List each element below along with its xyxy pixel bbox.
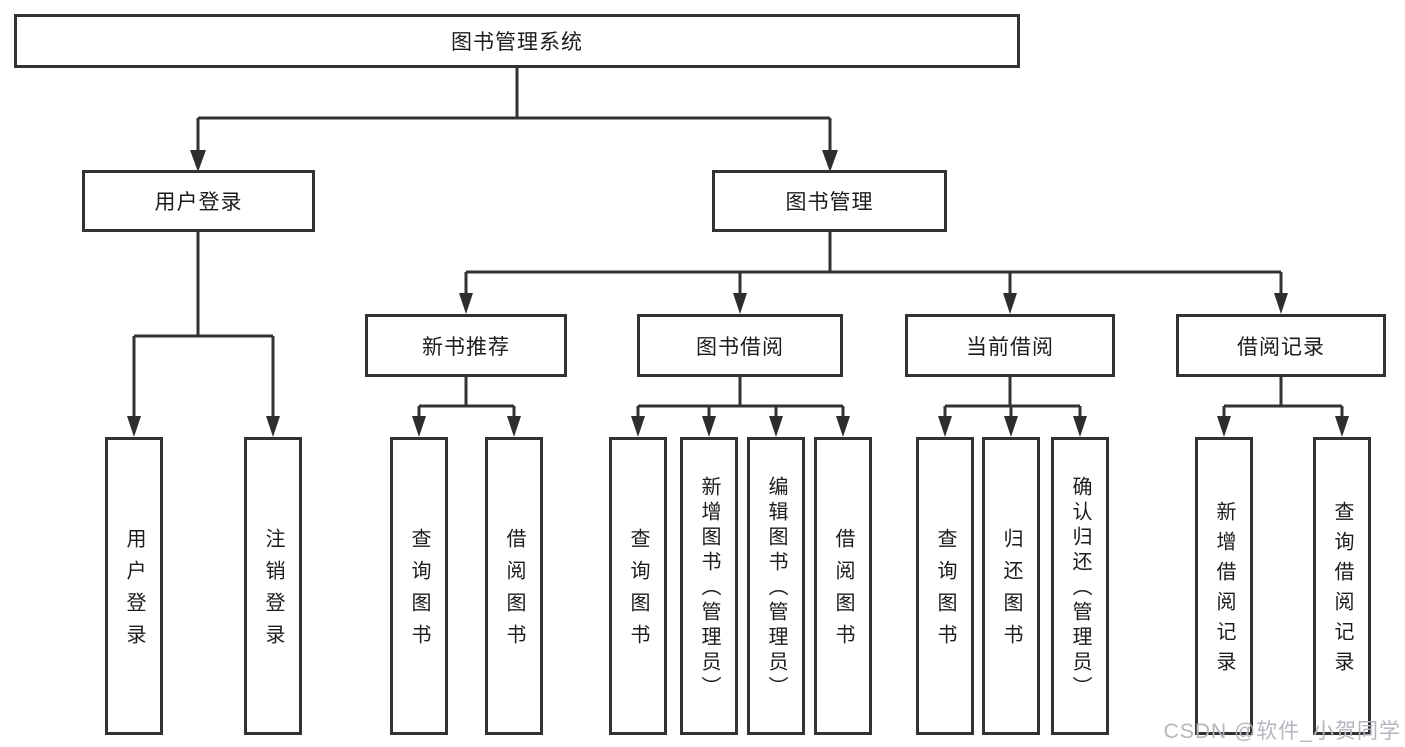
connector-new-book-recommend-children — [417, 377, 516, 419]
node-borrow-records-label: 借阅记录 — [1237, 335, 1325, 359]
node-book-management-label: 图书管理 — [785, 191, 874, 214]
leaf-edit-book-admin-label: 编辑图书（管理员） — [765, 476, 787, 701]
leaf-borrow-book-1: 借阅图书 — [485, 437, 543, 735]
connector-borrow-records-children — [1222, 377, 1344, 419]
leaf-logout-label: 注销登录 — [262, 528, 284, 656]
connector-book-management-children — [464, 232, 1283, 296]
leaf-query-book-2-label: 查询图书 — [627, 528, 649, 656]
csdn-watermark: CSDN @软件_小贺同学 — [1163, 720, 1401, 743]
node-book-borrow: 图书借阅 — [637, 314, 843, 377]
leaf-add-book-admin: 新增图书（管理员） — [680, 437, 738, 735]
node-book-management: 图书管理 — [712, 170, 947, 232]
leaf-confirm-return-admin-label: 确认归还（管理员） — [1069, 476, 1091, 701]
leaf-query-book-3-label: 查询图书 — [934, 528, 956, 656]
node-current-borrow-label: 当前借阅 — [966, 335, 1054, 359]
node-user-login: 用户登录 — [82, 170, 315, 232]
node-book-borrow-label: 图书借阅 — [696, 335, 784, 359]
node-current-borrow: 当前借阅 — [905, 314, 1115, 377]
node-new-book-recommend-label: 新书推荐 — [422, 335, 510, 359]
leaf-query-borrow-record: 查询借阅记录 — [1313, 437, 1371, 735]
node-root: 图书管理系统 — [14, 14, 1020, 68]
leaf-borrow-book-2-label: 借阅图书 — [832, 528, 854, 656]
leaf-query-book-1: 查询图书 — [390, 437, 448, 735]
leaf-return-book-label: 归还图书 — [1000, 528, 1022, 656]
leaf-confirm-return-admin: 确认归还（管理员） — [1051, 437, 1109, 735]
leaf-edit-book-admin: 编辑图书（管理员） — [747, 437, 805, 735]
connector-user-login-children — [132, 232, 275, 419]
leaf-logout: 注销登录 — [244, 437, 302, 735]
leaf-query-borrow-record-label: 查询借阅记录 — [1331, 501, 1353, 681]
connector-root-to-level2 — [196, 68, 832, 154]
node-root-label: 图书管理系统 — [451, 31, 583, 54]
leaf-borrow-book-1-label: 借阅图书 — [503, 528, 525, 656]
leaf-add-borrow-record: 新增借阅记录 — [1195, 437, 1253, 735]
leaf-add-borrow-record-label: 新增借阅记录 — [1213, 501, 1235, 681]
node-borrow-records: 借阅记录 — [1176, 314, 1386, 377]
connector-book-borrow-children — [636, 377, 845, 419]
leaf-query-book-3: 查询图书 — [916, 437, 974, 735]
connector-current-borrow-children — [943, 377, 1082, 419]
node-user-login-label: 用户登录 — [154, 191, 243, 214]
node-new-book-recommend: 新书推荐 — [365, 314, 567, 377]
leaf-query-book-1-label: 查询图书 — [408, 528, 430, 656]
leaf-user-login-label: 用户登录 — [123, 528, 145, 656]
leaf-user-login: 用户登录 — [105, 437, 163, 735]
arrowheads — [127, 150, 1349, 437]
leaf-return-book: 归还图书 — [982, 437, 1040, 735]
leaf-add-book-admin-label: 新增图书（管理员） — [698, 476, 720, 701]
leaf-query-book-2: 查询图书 — [609, 437, 667, 735]
leaf-borrow-book-2: 借阅图书 — [814, 437, 872, 735]
